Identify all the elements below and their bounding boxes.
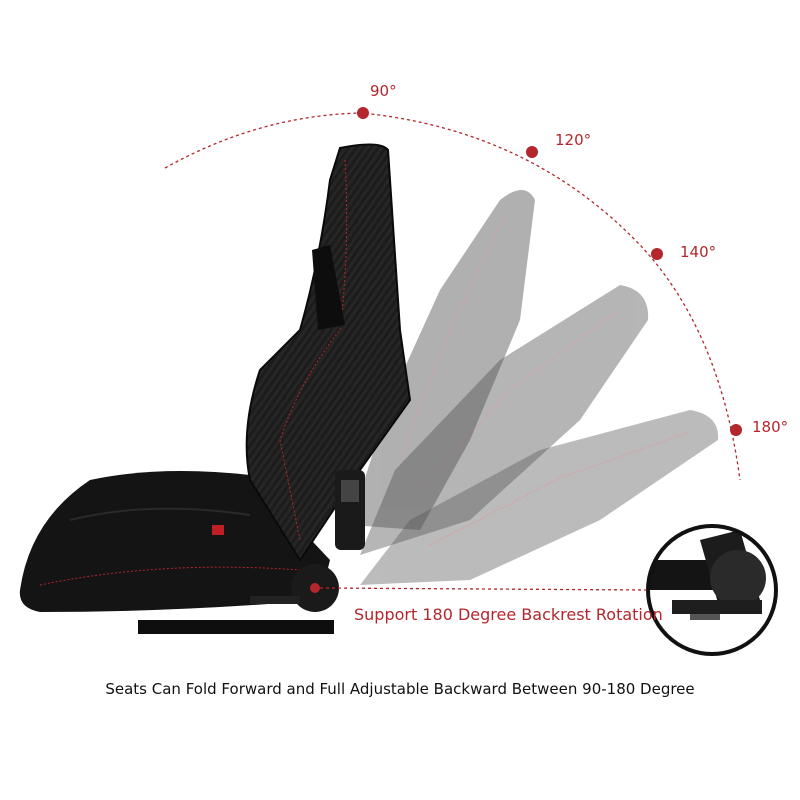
zoom-connector [319, 587, 649, 591]
angle-label-120: 120° [555, 131, 592, 149]
marker-120-dot [526, 146, 538, 158]
hinge-zoom-circle [646, 524, 778, 656]
hinge-pivot-dot [310, 583, 320, 593]
backrest-upright [245, 143, 412, 562]
angle-label-180: 180° [752, 418, 789, 436]
ghost-backrest-120 [350, 190, 535, 530]
angle-label-90: 90° [370, 82, 397, 100]
angle-label-140: 140° [680, 243, 717, 261]
ghost-backrest-140 [360, 285, 649, 555]
support-rotation-text: Support 180 Degree Backrest Rotation [354, 605, 663, 624]
rotation-arc [164, 112, 741, 481]
marker-140-dot [651, 248, 663, 260]
ghost-backrest-180 [360, 410, 719, 585]
marker-90-dot [357, 107, 369, 119]
marker-180-dot [730, 424, 742, 436]
seat-rail [138, 620, 334, 634]
recline-lever [250, 596, 300, 604]
caption: Seats Can Fold Forward and Full Adjustab… [105, 680, 695, 698]
recline-hinge [250, 470, 365, 612]
seat-cushion [19, 471, 334, 634]
